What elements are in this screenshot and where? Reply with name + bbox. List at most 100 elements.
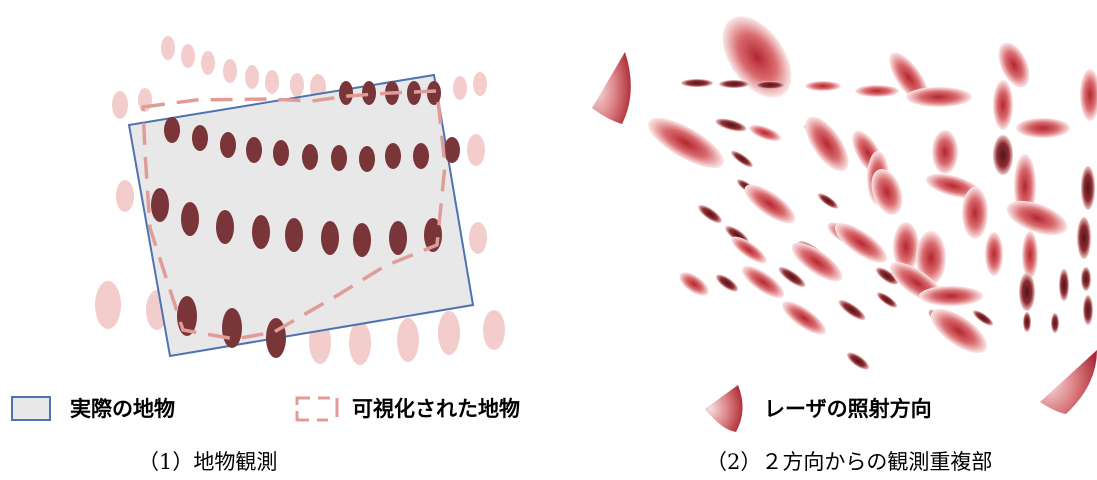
unobserved-point-ellipse — [245, 65, 259, 89]
observed-point-ellipse — [444, 137, 460, 163]
laser-footprint-ellipse — [722, 16, 792, 98]
laser-footprint-ellipse — [1016, 118, 1070, 138]
laser-footprint-ellipse — [715, 118, 747, 132]
observed-point-ellipse — [331, 145, 347, 171]
unobserved-point-ellipse — [438, 311, 460, 355]
laser-footprint-ellipse — [906, 87, 972, 107]
feature-observation-panel — [95, 36, 505, 365]
laser-footprint-ellipse — [744, 184, 796, 224]
observed-point-ellipse — [362, 81, 376, 105]
laser-footprint-ellipse — [1022, 231, 1038, 279]
caption-feature-observation: （1）地物観測 — [138, 450, 278, 474]
laser-footprint-ellipse — [838, 299, 866, 321]
unobserved-point-ellipse — [397, 318, 419, 362]
laser-footprint-ellipse — [679, 272, 709, 296]
laser-footprint-ellipse — [1006, 200, 1068, 236]
laser-footprint-ellipse — [876, 292, 898, 308]
laser-footprint-ellipse — [932, 130, 958, 174]
visualized-feature-outline — [141, 89, 447, 341]
laser-footprint-ellipse — [930, 308, 988, 354]
legend-visualized-label: 可視化された地物 — [352, 397, 520, 421]
observed-point-ellipse — [389, 221, 407, 255]
laser-footprint-ellipse — [1059, 269, 1069, 301]
laser-footprint-ellipse — [919, 286, 983, 306]
laser-footprint-ellipse — [741, 265, 785, 299]
laser-footprint-ellipse — [1051, 313, 1059, 333]
laser-footprint-ellipse — [916, 231, 946, 285]
laser-footprint-ellipse — [715, 274, 739, 292]
legend-actual-label: 実際の地物 — [70, 397, 175, 421]
laser-footprint-ellipse — [755, 81, 785, 89]
laser-footprint-ellipse — [731, 150, 753, 168]
laser-footprint-ellipse — [698, 204, 722, 224]
laser-footprint-ellipse — [834, 223, 888, 263]
unobserved-point-ellipse — [469, 222, 487, 254]
laser-footprint-ellipse — [871, 168, 903, 216]
laser-footprint-ellipse — [782, 301, 826, 335]
laser-footprint-ellipse — [1081, 166, 1095, 210]
unobserved-point-ellipse — [116, 180, 134, 212]
laser-footprint-ellipse — [805, 116, 849, 172]
unobserved-point-ellipse — [181, 44, 195, 68]
laser-footprint-ellipse — [748, 124, 782, 142]
actual-feature-rectangle — [127, 73, 475, 358]
legend-laser-icon — [705, 385, 743, 432]
observed-point-ellipse — [302, 144, 318, 170]
laser-footprint-ellipse — [893, 222, 919, 272]
unobserved-point-ellipse — [95, 281, 121, 329]
laser-footprint-ellipse — [1019, 273, 1035, 311]
laser-footprint-ellipse — [1023, 312, 1031, 332]
observed-point-ellipse — [273, 140, 289, 166]
legend-actual-icon — [11, 396, 51, 421]
observed-point-ellipse — [413, 143, 429, 169]
observed-point-ellipse — [164, 117, 180, 143]
legend-visualized-icon — [295, 396, 339, 422]
observed-point-ellipse — [192, 125, 208, 151]
unobserved-point-ellipse — [161, 36, 175, 60]
laser-footprint-ellipse — [681, 79, 713, 87]
observed-point-ellipse — [385, 143, 401, 169]
laser-footprint-ellipse — [962, 187, 988, 239]
laser-footprint-ellipse — [925, 173, 981, 199]
laser-footprint-ellipse — [855, 85, 899, 97]
unobserved-point-ellipse — [453, 76, 467, 100]
laser-footprint-ellipse — [875, 267, 899, 285]
observed-point-ellipse — [266, 318, 286, 358]
caption-overlap: （2）２方向からの観測重複部 — [706, 450, 993, 474]
observed-point-ellipse — [151, 188, 169, 222]
observed-point-ellipse — [246, 137, 262, 163]
laser-footprint-ellipse — [972, 310, 994, 326]
laser-footprint-ellipse — [1083, 295, 1093, 325]
observed-point-ellipse — [216, 210, 234, 244]
observed-point-ellipse — [427, 81, 441, 105]
laser-footprint-ellipse — [1081, 267, 1091, 291]
unobserved-point-ellipse — [265, 70, 279, 94]
laser-footprint-ellipse — [998, 42, 1030, 88]
laser-footprint-ellipse — [993, 80, 1013, 130]
observed-point-ellipse — [353, 223, 371, 257]
laser-footprint-group — [648, 16, 1097, 370]
laser-source-fan-left — [592, 52, 631, 124]
overlap-observation-panel — [592, 16, 1097, 414]
unobserved-point-ellipse — [473, 72, 487, 96]
unobserved-point-ellipse — [290, 73, 304, 97]
laser-footprint-ellipse — [846, 352, 870, 370]
laser-footprint-ellipse — [731, 236, 767, 264]
observed-point-ellipse — [222, 308, 242, 348]
laser-footprint-ellipse — [778, 266, 806, 288]
dark-ellipse-group — [151, 81, 460, 358]
observed-point-ellipse — [220, 132, 236, 158]
unobserved-point-ellipse — [349, 321, 371, 365]
laser-source-fan-right — [1040, 350, 1097, 414]
laser-footprint-ellipse — [805, 81, 841, 91]
observed-point-ellipse — [339, 81, 353, 105]
laser-footprint-ellipse — [791, 242, 843, 282]
legend-laser-label: レーザの照射方向 — [764, 397, 932, 421]
laser-footprint-ellipse — [1080, 69, 1097, 121]
laser-footprint-ellipse — [648, 117, 724, 169]
laser-footprint-ellipse — [719, 80, 749, 88]
observed-point-ellipse — [252, 215, 270, 249]
observed-point-ellipse — [359, 146, 375, 172]
laser-footprint-ellipse — [817, 193, 839, 209]
